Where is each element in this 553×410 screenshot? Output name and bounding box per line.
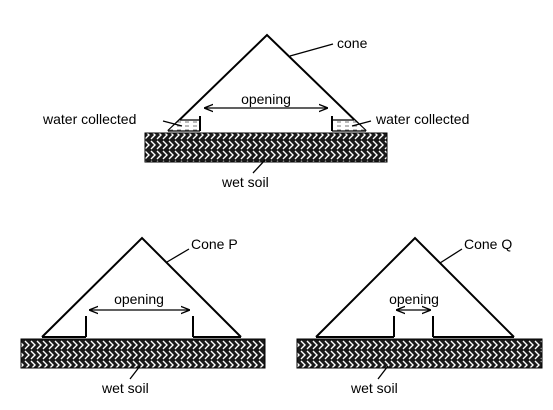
top-opening-label: opening <box>241 91 291 107</box>
cone-q-opening-label: opening <box>389 291 439 307</box>
top-cone <box>167 33 367 132</box>
cone-q-soil-leader <box>377 365 389 380</box>
top-wet-soil <box>144 132 388 163</box>
cone-q-outline <box>315 236 515 338</box>
top-water-left-leader <box>162 120 183 127</box>
top-water-left-label: water collected <box>42 111 136 127</box>
cone-p-soil-label: wet soil <box>101 380 149 396</box>
cone-p-name-label: Cone P <box>191 236 238 252</box>
cone-q-name-label: Cone Q <box>464 236 512 252</box>
top-water-right-leader <box>351 120 372 127</box>
top-cone-label: cone <box>337 35 368 51</box>
top-soil-label: wet soil <box>221 174 269 190</box>
cone-p-outline <box>41 236 242 338</box>
top-setup: opening cone water collected water colle… <box>42 33 469 190</box>
cone-p-soil-leader <box>129 365 141 380</box>
top-soil-leader <box>252 159 266 174</box>
cone-p-name-leader <box>166 248 190 263</box>
cone-q-name-leader <box>439 248 463 264</box>
top-cone-leader <box>289 43 334 57</box>
cone-q-soil-label: wet soil <box>350 380 398 396</box>
cone-p-wet-soil <box>20 338 266 369</box>
cone-p-setup: opening Cone P wet soil <box>20 236 266 396</box>
cone-q-setup: opening Cone Q wet soil <box>296 236 543 396</box>
top-water-right-label: water collected <box>375 111 469 127</box>
cone-q-wet-soil <box>296 338 543 369</box>
top-water-collector-left <box>168 116 201 132</box>
cone-p-opening-label: opening <box>114 291 164 307</box>
top-water-collector-right <box>331 116 366 132</box>
